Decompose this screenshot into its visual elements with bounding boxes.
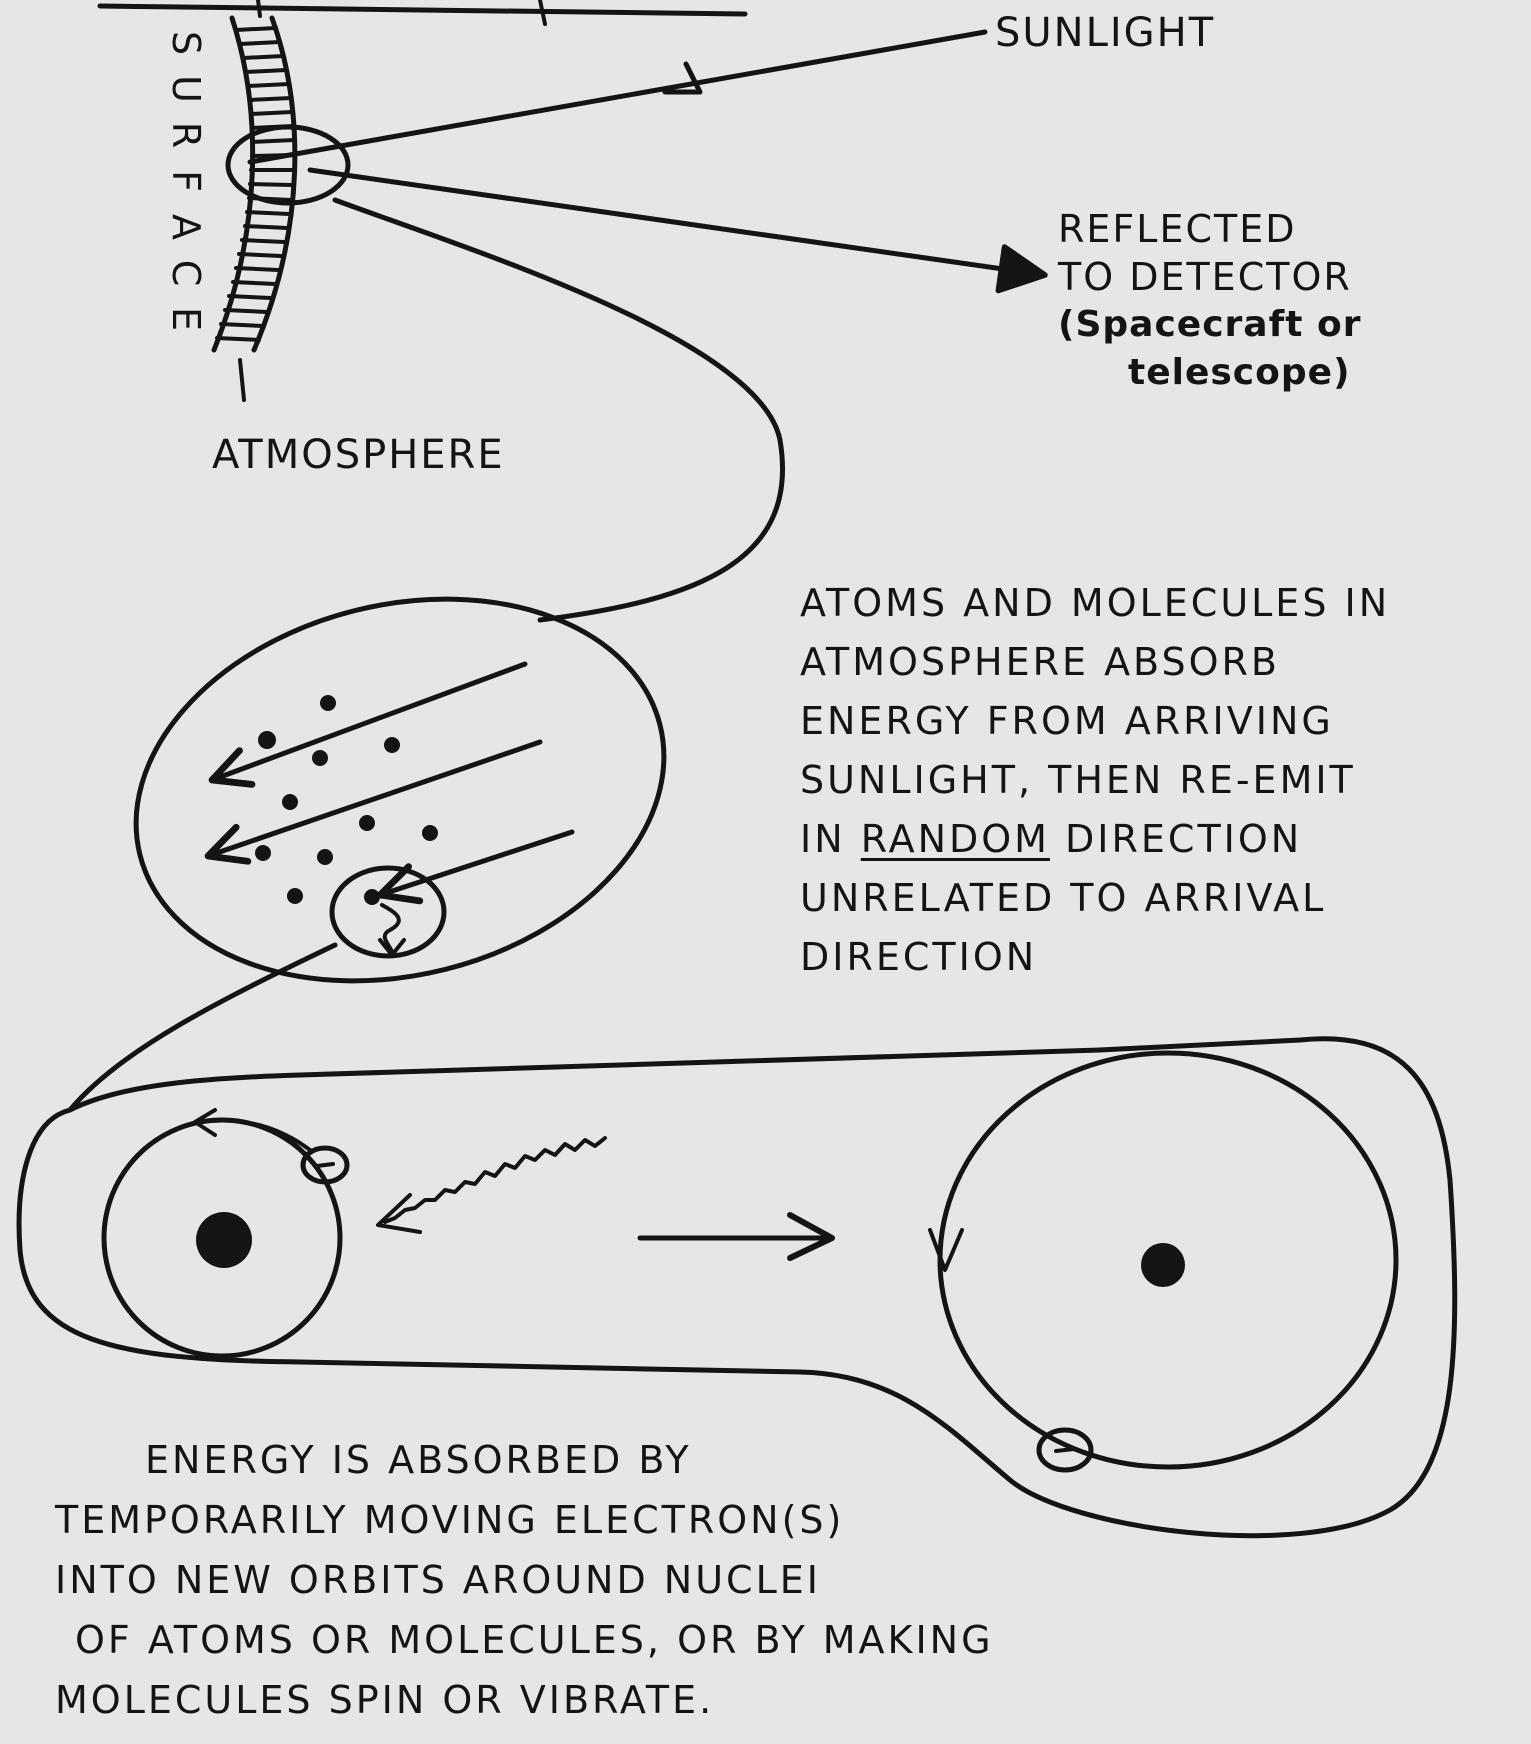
energy-note-line2: TEMPORARILY MOVING ELECTRON(S) xyxy=(55,1490,994,1550)
atmosphere-label: ATMOSPHERE xyxy=(212,432,505,478)
surface-letter: S xyxy=(163,19,209,67)
photon-wave xyxy=(385,1138,605,1222)
zoom-connector-lower xyxy=(70,945,335,1110)
reflected-label: REFLECTED TO DETECTOR (Spacecraft or tel… xyxy=(1058,205,1361,397)
surface-letter: A xyxy=(163,203,209,251)
reflected-label-line1: REFLECTED xyxy=(1058,205,1361,253)
energy-note-line3: INTO NEW ORBITS AROUND NUCLEI xyxy=(55,1550,994,1610)
sunlight-ray xyxy=(250,32,985,162)
reflected-label-line4: telescope) xyxy=(1058,349,1361,397)
right-orbit-arrowhead xyxy=(930,1230,962,1270)
atmosphere-hatching xyxy=(217,28,294,340)
random-underlined: RANDOM xyxy=(861,817,1050,861)
absorption-note-line7: DIRECTION xyxy=(800,928,1390,987)
sunlight-label: SUNLIGHT xyxy=(995,10,1215,56)
reflected-ray xyxy=(310,170,1045,275)
surface-letter: F xyxy=(163,157,209,205)
absorption-note-line5-post: DIRECTION xyxy=(1050,817,1302,861)
right-atom-nucleus xyxy=(1141,1243,1185,1287)
absorption-note-line5-pre: IN xyxy=(800,817,861,861)
atmosphere-pointer xyxy=(240,360,244,400)
reflected-label-line3: (Spacecraft or xyxy=(1058,301,1361,349)
surface-letter: C xyxy=(163,249,209,297)
absorption-note-line4: SUNLIGHT, THEN RE-EMIT xyxy=(800,751,1390,810)
absorption-note-line5: IN RANDOM DIRECTION xyxy=(800,810,1390,869)
left-atom-nucleus xyxy=(196,1212,252,1268)
energy-note-line4: OF ATOMS OR MOLECULES, OR BY MAKING xyxy=(55,1610,994,1670)
energy-note: ENERGY IS ABSORBED BY TEMPORARILY MOVING… xyxy=(55,1430,994,1730)
absorption-note-line1: ATOMS AND MOLECULES IN xyxy=(800,574,1390,633)
energy-note-line5: MOLECULES SPIN OR VIBRATE. xyxy=(55,1670,994,1730)
reflected-label-line2: TO DETECTOR xyxy=(1058,253,1361,301)
absorption-note-line3: ENERGY FROM ARRIVING xyxy=(800,692,1390,751)
surface-letter: R xyxy=(163,111,209,159)
energy-note-line1: ENERGY IS ABSORBED BY xyxy=(55,1430,994,1490)
absorption-note-line6: UNRELATED TO ARRIVAL xyxy=(800,869,1390,928)
surface-letter: E xyxy=(163,295,209,343)
atmosphere-band xyxy=(214,18,295,400)
absorption-note: ATOMS AND MOLECULES IN ATMOSPHERE ABSORB… xyxy=(800,574,1390,987)
absorption-note-line2: ATMOSPHERE ABSORB xyxy=(800,633,1390,692)
surface-letter: U xyxy=(163,65,209,113)
zoom-connector-upper xyxy=(335,200,783,620)
